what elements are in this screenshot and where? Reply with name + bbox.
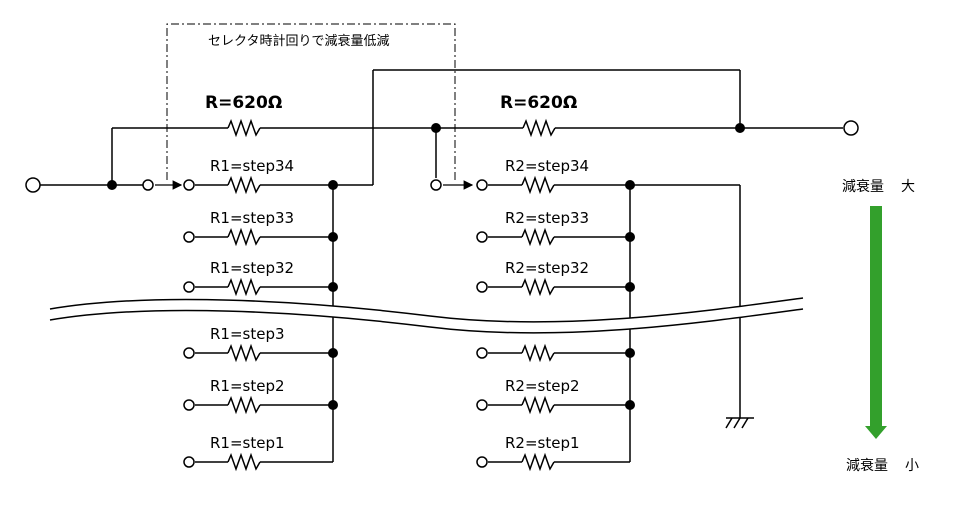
fixed-resistors (227, 118, 556, 138)
terminals (25, 120, 859, 193)
selector-note: セレクタ時計回りで減衰量低減 (208, 33, 389, 49)
attenuation-top-label: 減衰量 (842, 178, 884, 195)
attenuation-top-value: 大 (901, 179, 915, 195)
r2-step-junction (625, 180, 635, 190)
r2-step-terminal (476, 399, 488, 411)
r1-step-terminal (183, 347, 195, 359)
r2-step-resistor (521, 227, 555, 247)
r2-step-resistor (521, 343, 555, 363)
r1-step-junction (328, 400, 338, 410)
fixed-resistor-left-label: R=620Ω (205, 93, 282, 113)
r2-step-terminal (476, 179, 488, 191)
r1-step-row: R1=step2 (183, 377, 338, 415)
r2-step-terminal (476, 347, 488, 359)
r2-step-label: R2=step2 (505, 377, 580, 395)
main-wires (40, 69, 843, 462)
r1-step-resistor (227, 395, 261, 415)
r2-step-terminal (476, 456, 488, 468)
r2-step-junction (625, 282, 635, 292)
resistor-left (227, 118, 261, 138)
r1-step-resistor (227, 227, 261, 247)
omission-break (49, 297, 804, 334)
r1-step-terminal (183, 231, 195, 243)
r1-step-terminal (183, 456, 195, 468)
selector-contact-right (430, 179, 442, 191)
r1-step-junction (328, 180, 338, 190)
r2-step-junction (625, 400, 635, 410)
r2-step-label: R2=step33 (505, 209, 589, 227)
r2-step-resistor (521, 277, 555, 297)
r1-step-resistor (227, 452, 261, 472)
input-terminal (25, 177, 41, 193)
r2-step-row: R2=step1 (476, 434, 630, 472)
r2-step-label: R2=step34 (505, 157, 589, 175)
attenuation-bottom-label: 減衰量 (846, 457, 888, 474)
r1-step-row: R1=step1 (183, 434, 333, 472)
r1-step-label: R1=step2 (210, 377, 285, 395)
r1-step-row: R1=step33 (183, 209, 338, 247)
r2-step-label: R2=step32 (505, 259, 589, 277)
selector-boundary (166, 23, 456, 180)
r2-step-row: R2=step32 (476, 259, 635, 297)
r1-step-terminal (183, 399, 195, 411)
r1-step-terminal (183, 281, 195, 293)
r2-step-resistor (521, 175, 555, 195)
r2-step-resistor (521, 395, 555, 415)
resistor-right (522, 118, 556, 138)
r2-step-resistor (521, 452, 555, 472)
attenuation-bottom-value: 小 (905, 458, 919, 474)
r2-step-junction (625, 348, 635, 358)
r1-step-terminal (183, 179, 195, 191)
ground-icon (725, 417, 754, 429)
r1-step-junction (328, 282, 338, 292)
r2-step-terminal (476, 231, 488, 243)
r2-step-junction (625, 232, 635, 242)
output-terminal (843, 120, 859, 136)
r1-step-resistor (227, 175, 261, 195)
selector-contact-left (142, 179, 154, 191)
r2-step-rows: R2=step34R2=step33R2=step32R2=step2R2=st… (476, 157, 635, 472)
r1-step-junction (328, 348, 338, 358)
r1-step-label: R1=step3 (210, 325, 285, 343)
r1-step-label: R1=step33 (210, 209, 294, 227)
r1-step-row: R1=step3 (183, 325, 338, 363)
r2-step-terminal (476, 281, 488, 293)
r1-step-label: R1=step1 (210, 434, 285, 452)
r1-step-rows: R1=step34R1=step33R1=step32R1=step3R1=st… (183, 157, 338, 472)
attenuation-arrow-head (865, 426, 887, 439)
r1-step-label: R1=step34 (210, 157, 294, 175)
fixed-resistor-right-label: R=620Ω (500, 93, 577, 113)
r2-step-row: R2=step2 (476, 377, 635, 415)
r1-step-resistor (227, 343, 261, 363)
r2-step-label: R2=step1 (505, 434, 580, 452)
r1-step-row: R1=step34 (183, 157, 338, 195)
r1-step-row: R1=step32 (183, 259, 338, 297)
r1-step-resistor (227, 277, 261, 297)
r2-step-row (476, 343, 635, 363)
junctions (107, 123, 745, 190)
r1-step-label: R1=step32 (210, 259, 294, 277)
r2-step-row: R2=step34 (476, 157, 635, 195)
r1-step-junction (328, 232, 338, 242)
attenuation-arrow-shaft (870, 206, 882, 428)
r2-step-row: R2=step33 (476, 209, 635, 247)
